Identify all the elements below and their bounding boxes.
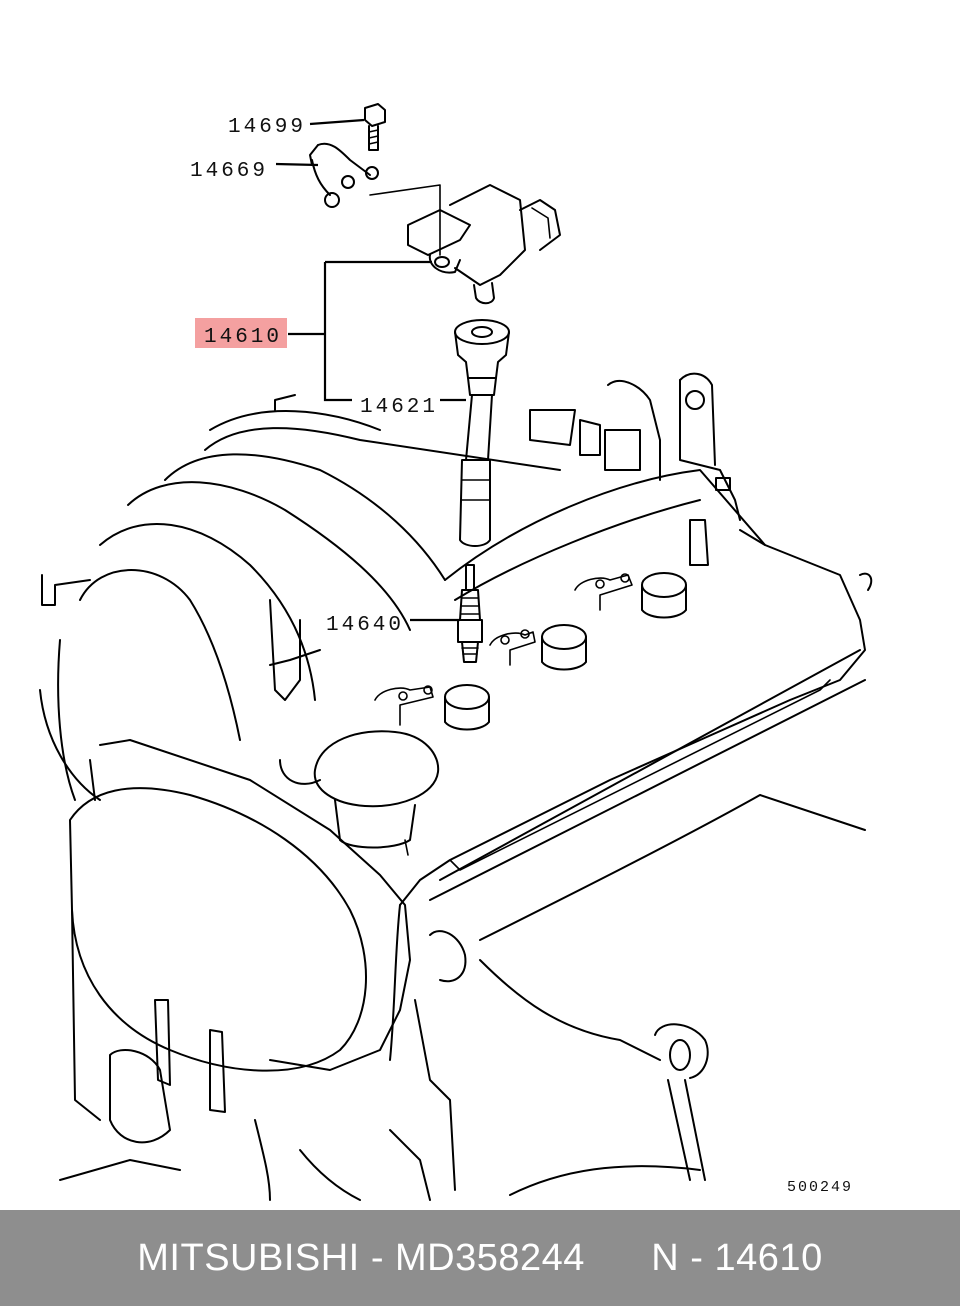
callout-14669: 14669	[190, 160, 268, 183]
engine-illustration	[39, 372, 873, 1201]
oil-filler-cap	[313, 730, 440, 856]
footer-brand: MITSUBISHI	[137, 1236, 360, 1279]
plug-wells	[374, 572, 687, 731]
footer-separator: -	[370, 1236, 384, 1279]
ignition-coil-part	[369, 184, 561, 305]
bolt-part	[364, 103, 386, 151]
footer-ref-number: 14610	[714, 1236, 823, 1279]
figure-reference: 500249	[787, 1179, 853, 1196]
coil-boot-part	[454, 319, 510, 547]
leader-lines	[275, 118, 466, 622]
callout-highlight	[195, 318, 287, 348]
spark-plug-part	[457, 564, 483, 663]
footer-part-number: MD358244	[395, 1236, 585, 1279]
harness-part	[309, 142, 379, 208]
parts-diagram: 14699 14669 14610 14621 14640 500249	[39, 103, 873, 1201]
footer-bar: MITSUBISHI - MD358244 N - 14610	[0, 1210, 960, 1306]
callout-14699: 14699	[228, 116, 306, 139]
footer-ref-prefix: N	[651, 1236, 680, 1279]
callout-14610: 14610	[204, 326, 282, 349]
callout-14640: 14640	[326, 614, 404, 637]
callout-14621: 14621	[360, 396, 438, 419]
